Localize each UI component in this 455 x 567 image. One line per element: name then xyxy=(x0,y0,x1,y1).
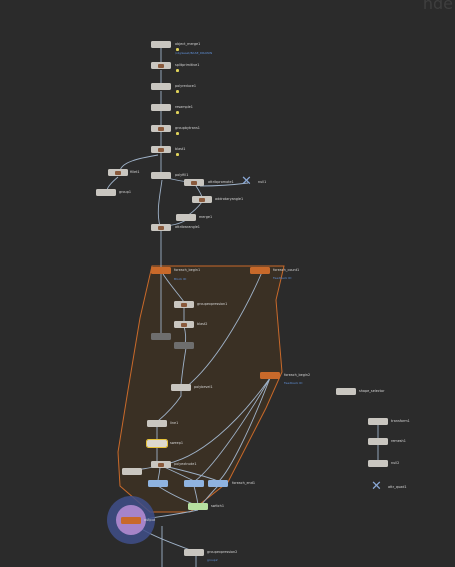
node-addrotaryangle1-label: addrotaryangle1 xyxy=(215,197,244,201)
node-transform1[interactable] xyxy=(368,418,388,425)
node-switch1-label: switch1 xyxy=(211,504,224,508)
node-polyfill1-label: polyfill1 xyxy=(175,173,189,177)
node-shape-selector-label: shape_selector xyxy=(359,389,385,393)
node-line1-label: line1 xyxy=(170,421,179,425)
node-attribwrangle1[interactable] xyxy=(151,224,171,231)
node-blast1-label: blast1 xyxy=(175,147,186,151)
node-polyfill1[interactable] xyxy=(151,172,171,179)
node-foreach-begin1-label: foreach_begin1 xyxy=(174,268,201,272)
node-icon xyxy=(158,126,164,131)
node-fillet1-label: fillet1 xyxy=(130,170,140,174)
node-attribwrangle1-label: attribwrangle1 xyxy=(175,225,200,229)
node-attribpromote1[interactable] xyxy=(184,179,204,186)
node-flag xyxy=(176,132,179,135)
node-null-output-icon[interactable]: ✕ xyxy=(371,479,382,494)
node-flag xyxy=(176,90,179,93)
node-groupexpression2-label: groupexpression2 xyxy=(207,550,238,554)
node-remesh1-label: remesh1 xyxy=(391,439,406,443)
node-foreach-count1-label: foreach_count1 xyxy=(273,268,300,272)
node-merge1[interactable] xyxy=(176,214,196,221)
node-icon xyxy=(158,63,164,68)
node-foreach-count1-sub: Feedback ID xyxy=(273,276,292,280)
node-icon xyxy=(158,462,164,467)
node-null2[interactable] xyxy=(368,460,388,467)
node-switch1[interactable] xyxy=(188,503,208,510)
node-groupby1[interactable] xyxy=(151,125,171,132)
node-flag xyxy=(176,48,179,51)
node-bypassed-1[interactable] xyxy=(151,333,171,340)
node-bypassed-2[interactable] xyxy=(174,342,194,349)
node-polybevel1-label: polybevel1 xyxy=(194,385,213,389)
node-groupexpression1-label: groupexpression1 xyxy=(197,302,228,306)
node-transform1-label: transform1 xyxy=(391,419,410,423)
node-null1-icon[interactable]: ✕ xyxy=(241,174,252,189)
node-null2-label: null2 xyxy=(391,461,400,465)
node-blue-2[interactable] xyxy=(184,480,204,487)
node-flag xyxy=(176,111,179,114)
node-foreach-begin1[interactable] xyxy=(151,267,171,274)
node-blast2-label: blast2 xyxy=(197,322,208,326)
node-object-merge1-label: object_merge1 xyxy=(175,42,201,46)
node-groupexpression2[interactable] xyxy=(184,549,204,556)
node-fillet1[interactable] xyxy=(108,169,128,176)
node-remesh1[interactable] xyxy=(368,438,388,445)
node-attr-quad1[interactable] xyxy=(122,468,142,475)
node-blue-1[interactable] xyxy=(148,480,168,487)
node-icon xyxy=(115,170,121,175)
node-shape-selector[interactable] xyxy=(336,388,356,395)
node-object-merge1-path: /obj/asset/BASE_DRAWIN xyxy=(175,51,213,55)
node-flag xyxy=(176,153,179,156)
node-icon xyxy=(181,302,187,307)
node-line1[interactable] xyxy=(147,420,167,427)
node-icon xyxy=(158,225,164,230)
node-output[interactable] xyxy=(121,517,141,524)
node-resample1-label: resample1 xyxy=(175,105,193,109)
node-polyextrude1-label: polyextrude1 xyxy=(174,462,197,466)
node-output-label: output xyxy=(144,518,156,522)
node-sweep1-label: sweep1 xyxy=(170,441,184,445)
node-groupexpression1[interactable] xyxy=(174,301,194,308)
node-flag xyxy=(176,69,179,72)
node-foreach-begin2[interactable] xyxy=(260,372,280,379)
node-blue-3[interactable] xyxy=(208,480,228,487)
node-splitprimitive1[interactable] xyxy=(151,62,171,69)
node-icon xyxy=(191,180,197,185)
node-addrotaryangle1[interactable] xyxy=(192,196,212,203)
node-foreach-count1[interactable] xyxy=(250,267,270,274)
node-icon xyxy=(199,197,205,202)
node-sweep1[interactable] xyxy=(146,439,168,448)
node-blast2[interactable] xyxy=(174,321,194,328)
node-group1[interactable] xyxy=(96,189,116,196)
node-splitprimitive1-label: splitprimitive1 xyxy=(175,63,200,67)
node-foreach-begin2-sub: Feedback ID xyxy=(284,381,303,385)
node-resample1[interactable] xyxy=(151,104,171,111)
node-foreach-begin2-label: foreach_begin2 xyxy=(284,373,311,377)
node-attribpromote1-label: attribpromote1 xyxy=(208,180,234,184)
node-null1-label: null1 xyxy=(258,180,267,184)
node-group1-label: group1 xyxy=(119,190,132,194)
node-null-output-label: attr_quad1 xyxy=(388,485,407,489)
node-icon xyxy=(181,322,187,327)
node-polyreduce1[interactable] xyxy=(151,83,171,90)
node-icon xyxy=(158,147,164,152)
node-foreach-end1-label: foreach_end1 xyxy=(232,481,256,485)
node-polyreduce1-label: polyreduce1 xyxy=(175,84,196,88)
node-group2-label: group2 xyxy=(207,558,218,562)
node-merge1-label: merge1 xyxy=(199,215,213,219)
node-blast1[interactable] xyxy=(151,146,171,153)
node-groupby1-label: groupbytrans1 xyxy=(175,126,200,130)
network-watermark: nde xyxy=(422,0,453,13)
node-foreach-begin1-sub: Block ID xyxy=(174,277,187,281)
node-polyextrude1[interactable] xyxy=(151,461,171,468)
node-polybevel1[interactable] xyxy=(171,384,191,391)
node-object-merge1[interactable] xyxy=(151,41,171,48)
